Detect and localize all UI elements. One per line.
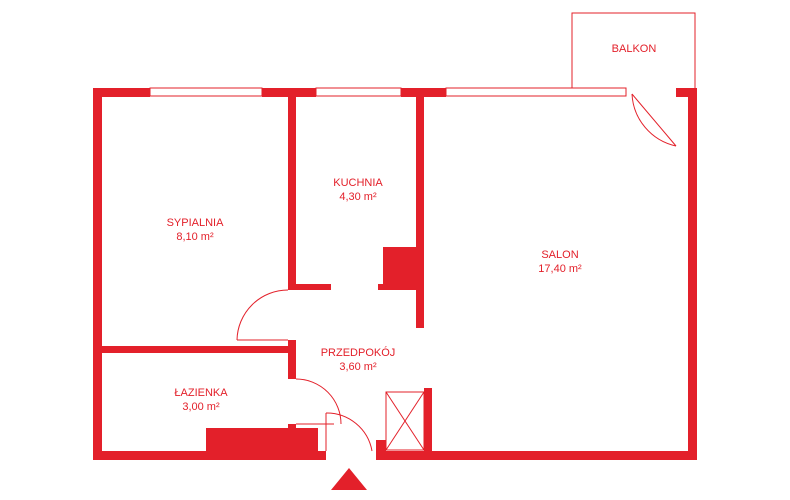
- room-area-lazienka: 3,00 m²: [182, 401, 220, 413]
- room-name-lazienka: ŁAZIENKA: [174, 387, 228, 399]
- room-area-przedpokoj: 3,60 m²: [339, 361, 377, 373]
- room-name-balkon: BALKON: [612, 43, 657, 55]
- room-name-salon: SALON: [541, 249, 578, 261]
- entrance-triangle-icon: [331, 468, 367, 490]
- room-name-kuchnia: KUCHNIA: [333, 177, 383, 189]
- doors: [236, 93, 677, 452]
- storage-cross: [385, 391, 425, 451]
- room-area-salon: 17,40 m²: [538, 263, 582, 275]
- room-name-przedpokoj: PRZEDPOKÓJ: [321, 346, 396, 359]
- room-area-sypialnia: 8,10 m²: [176, 231, 214, 243]
- room-name-sypialnia: SYPIALNIA: [167, 217, 225, 229]
- balcony: [571, 12, 696, 88]
- interior-walls: [102, 88, 432, 454]
- room-area-kuchnia: 4,30 m²: [339, 191, 377, 203]
- windows: [149, 87, 627, 97]
